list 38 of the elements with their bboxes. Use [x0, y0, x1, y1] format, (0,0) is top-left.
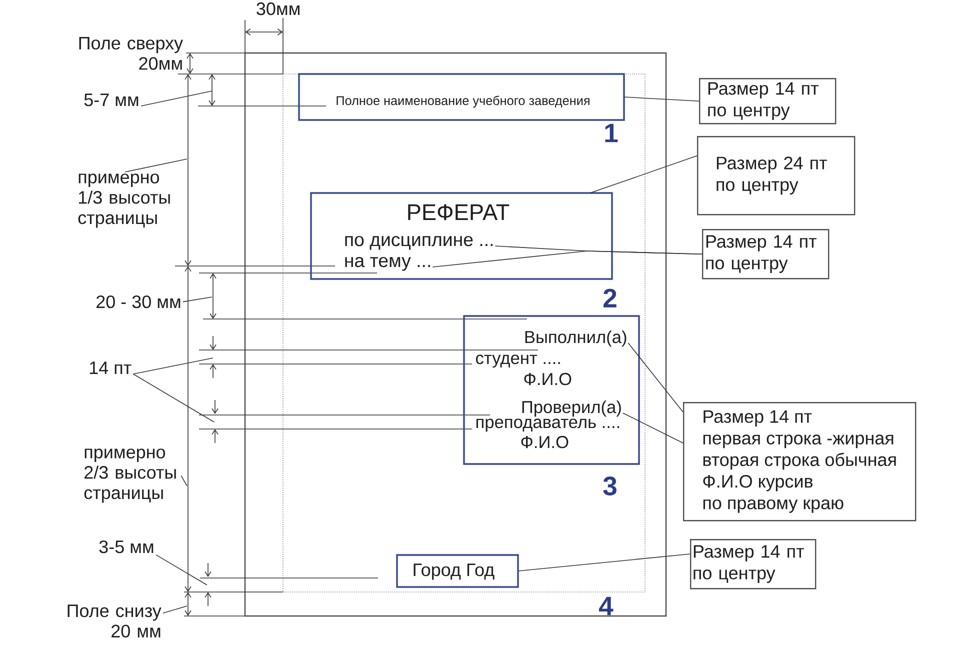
leader-line [156, 554, 208, 586]
section-number: 1 [605, 124, 618, 142]
leader-line [182, 296, 212, 302]
note-box: Размер 24 пт по центру [697, 136, 856, 216]
dimension-label: 20 - 30 мм [96, 295, 180, 308]
leader-line [124, 158, 188, 172]
note-box: Размер 14 пт по центру [702, 229, 830, 280]
dimension-label: примерно 1/3 высоты страницы [78, 174, 170, 228]
leader-line [132, 358, 214, 374]
leader-line [132, 374, 214, 422]
section-number: 2 [604, 288, 616, 308]
dimension-label: примерно 2/3 высоты страницы [84, 448, 176, 503]
dimension-label: 3-5 мм [99, 540, 154, 554]
leader-line [140, 90, 212, 106]
leader-line [180, 475, 188, 486]
text-line: по дисциплине ... [345, 236, 493, 250]
text-box: Полное наименование учебного заведения [298, 73, 625, 121]
leader-line [590, 155, 698, 194]
leader-line [518, 554, 690, 572]
leader-line [624, 96, 700, 102]
text-line: Проверил(а) [522, 400, 621, 417]
leader-line [622, 412, 684, 444]
section-number: 3 [603, 476, 616, 496]
dimension-label: Поле снизу 20 мм [68, 604, 162, 638]
note-box: Размер 14 пт по центру [690, 539, 816, 590]
section-number: 4 [599, 596, 614, 616]
dimension-label: 30мм [256, 2, 300, 16]
leader-line [432, 250, 702, 268]
text-line: Выполнил(а) [525, 330, 626, 347]
leader-line [162, 606, 188, 614]
dimension-label: Поле сверху 20мм [79, 36, 184, 70]
dimension-label: 5-7 мм [84, 94, 138, 106]
note-box: Размер 14 пт по центру [699, 78, 836, 124]
note-box: Размер 14 пт первая строка -жирная вторая строка обычная Ф.И.О курсив по правому краю [683, 402, 916, 522]
text-box: Город Год [396, 554, 519, 588]
leader-line [628, 342, 684, 412]
text-line: на тему ... [345, 256, 430, 271]
dimension-label: 14 пт [90, 362, 132, 374]
